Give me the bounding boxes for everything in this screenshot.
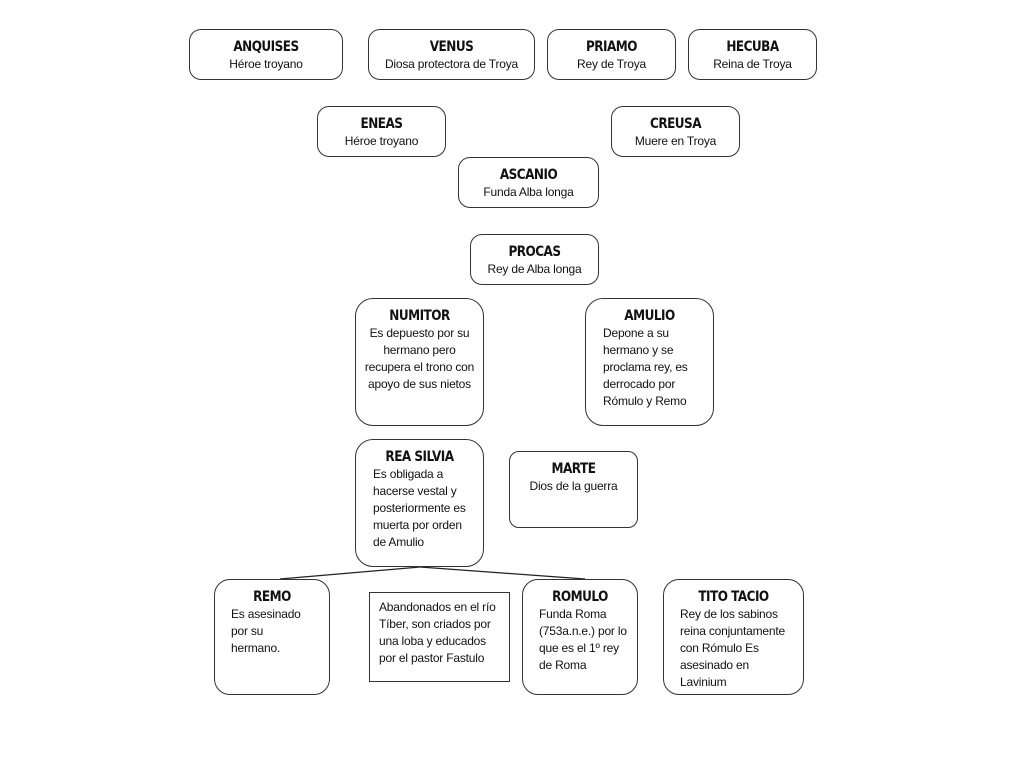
node-hecuba-desc: Reina de Troya [713, 57, 792, 71]
node-romulo-desc: Funda Roma (753a.n.e.) por lo que es el … [539, 607, 627, 672]
node-rea-silvia-name: REA SILVIA [385, 449, 454, 465]
node-amulio-desc: Depone a su hermano y se proclama rey, e… [603, 326, 688, 408]
node-marte: MARTE Dios de la guerra [509, 451, 638, 528]
node-procas: PROCAS Rey de Alba longa [470, 234, 599, 285]
node-creusa-desc: Muere en Troya [634, 134, 717, 148]
node-marte-name: MARTE [551, 461, 596, 477]
node-remo: REMO Es asesinado por su hermano. [214, 579, 330, 695]
node-creusa-name: CREUSA [649, 116, 702, 132]
node-rea-silvia: REA SILVIA Es obligada a hacerse vestal … [355, 439, 484, 567]
node-nota-abandonados: Abandonados en el río Tíber, son criados… [369, 592, 510, 682]
node-ascanio-name: ASCANIO [499, 167, 558, 183]
node-eneas: ENEAS Héroe troyano [317, 106, 446, 157]
node-ascanio-desc: Funda Alba longa [483, 185, 574, 199]
node-tito-tacio-desc: Rey de los sabinos reina conjuntamente c… [680, 607, 785, 689]
node-hecuba-name: HECUBA [726, 39, 779, 55]
node-procas-desc: Rey de Alba longa [487, 262, 582, 276]
connector-rea-silvia-remo [279, 566, 421, 580]
node-tito-tacio: TITO TACIO Rey de los sabinos reina conj… [663, 579, 804, 695]
node-numitor: NUMITOR Es depuesto por su hermano pero … [355, 298, 484, 426]
node-creusa: CREUSA Muere en Troya [611, 106, 740, 157]
node-anquises-name: ANQUISES [233, 39, 299, 55]
node-eneas-name: ENEAS [360, 116, 403, 132]
node-romulo-name: ROMULO [552, 589, 608, 605]
node-anquises-desc: Héroe troyano [229, 57, 303, 71]
node-ascanio: ASCANIO Funda Alba longa [458, 157, 599, 208]
node-rea-silvia-desc: Es obligada a hacerse vestal y posterior… [373, 467, 466, 549]
node-priamo: PRIAMO Rey de Troya [547, 29, 676, 80]
node-priamo-name: PRIAMO [585, 39, 638, 55]
node-tito-tacio-name: TITO TACIO [698, 589, 769, 605]
node-venus-desc: Diosa protectora de Troya [384, 57, 519, 71]
node-remo-desc: Es asesinado por su hermano. [231, 607, 301, 655]
node-romulo: ROMULO Funda Roma (753a.n.e.) por lo que… [522, 579, 638, 695]
node-venus-name: VENUS [429, 39, 474, 55]
node-hecuba: HECUBA Reina de Troya [688, 29, 817, 80]
node-eneas-desc: Héroe troyano [344, 134, 419, 148]
node-numitor-desc: Es depuesto por su hermano pero recupera… [364, 326, 475, 391]
node-numitor-name: NUMITOR [389, 308, 450, 324]
node-procas-name: PROCAS [508, 244, 561, 260]
node-marte-desc: Dios de la guerra [529, 479, 618, 493]
node-amulio-name: AMULIO [624, 308, 675, 324]
connector-rea-silvia-romulo [419, 566, 586, 580]
node-remo-name: REMO [253, 589, 291, 605]
node-nota-abandonados-desc: Abandonados en el río Tíber, son criados… [379, 600, 496, 665]
node-amulio: AMULIO Depone a su hermano y se proclama… [585, 298, 714, 426]
node-venus: VENUS Diosa protectora de Troya [368, 29, 535, 80]
node-anquises: ANQUISES Héroe troyano [189, 29, 343, 80]
node-priamo-desc: Rey de Troya [577, 57, 646, 71]
